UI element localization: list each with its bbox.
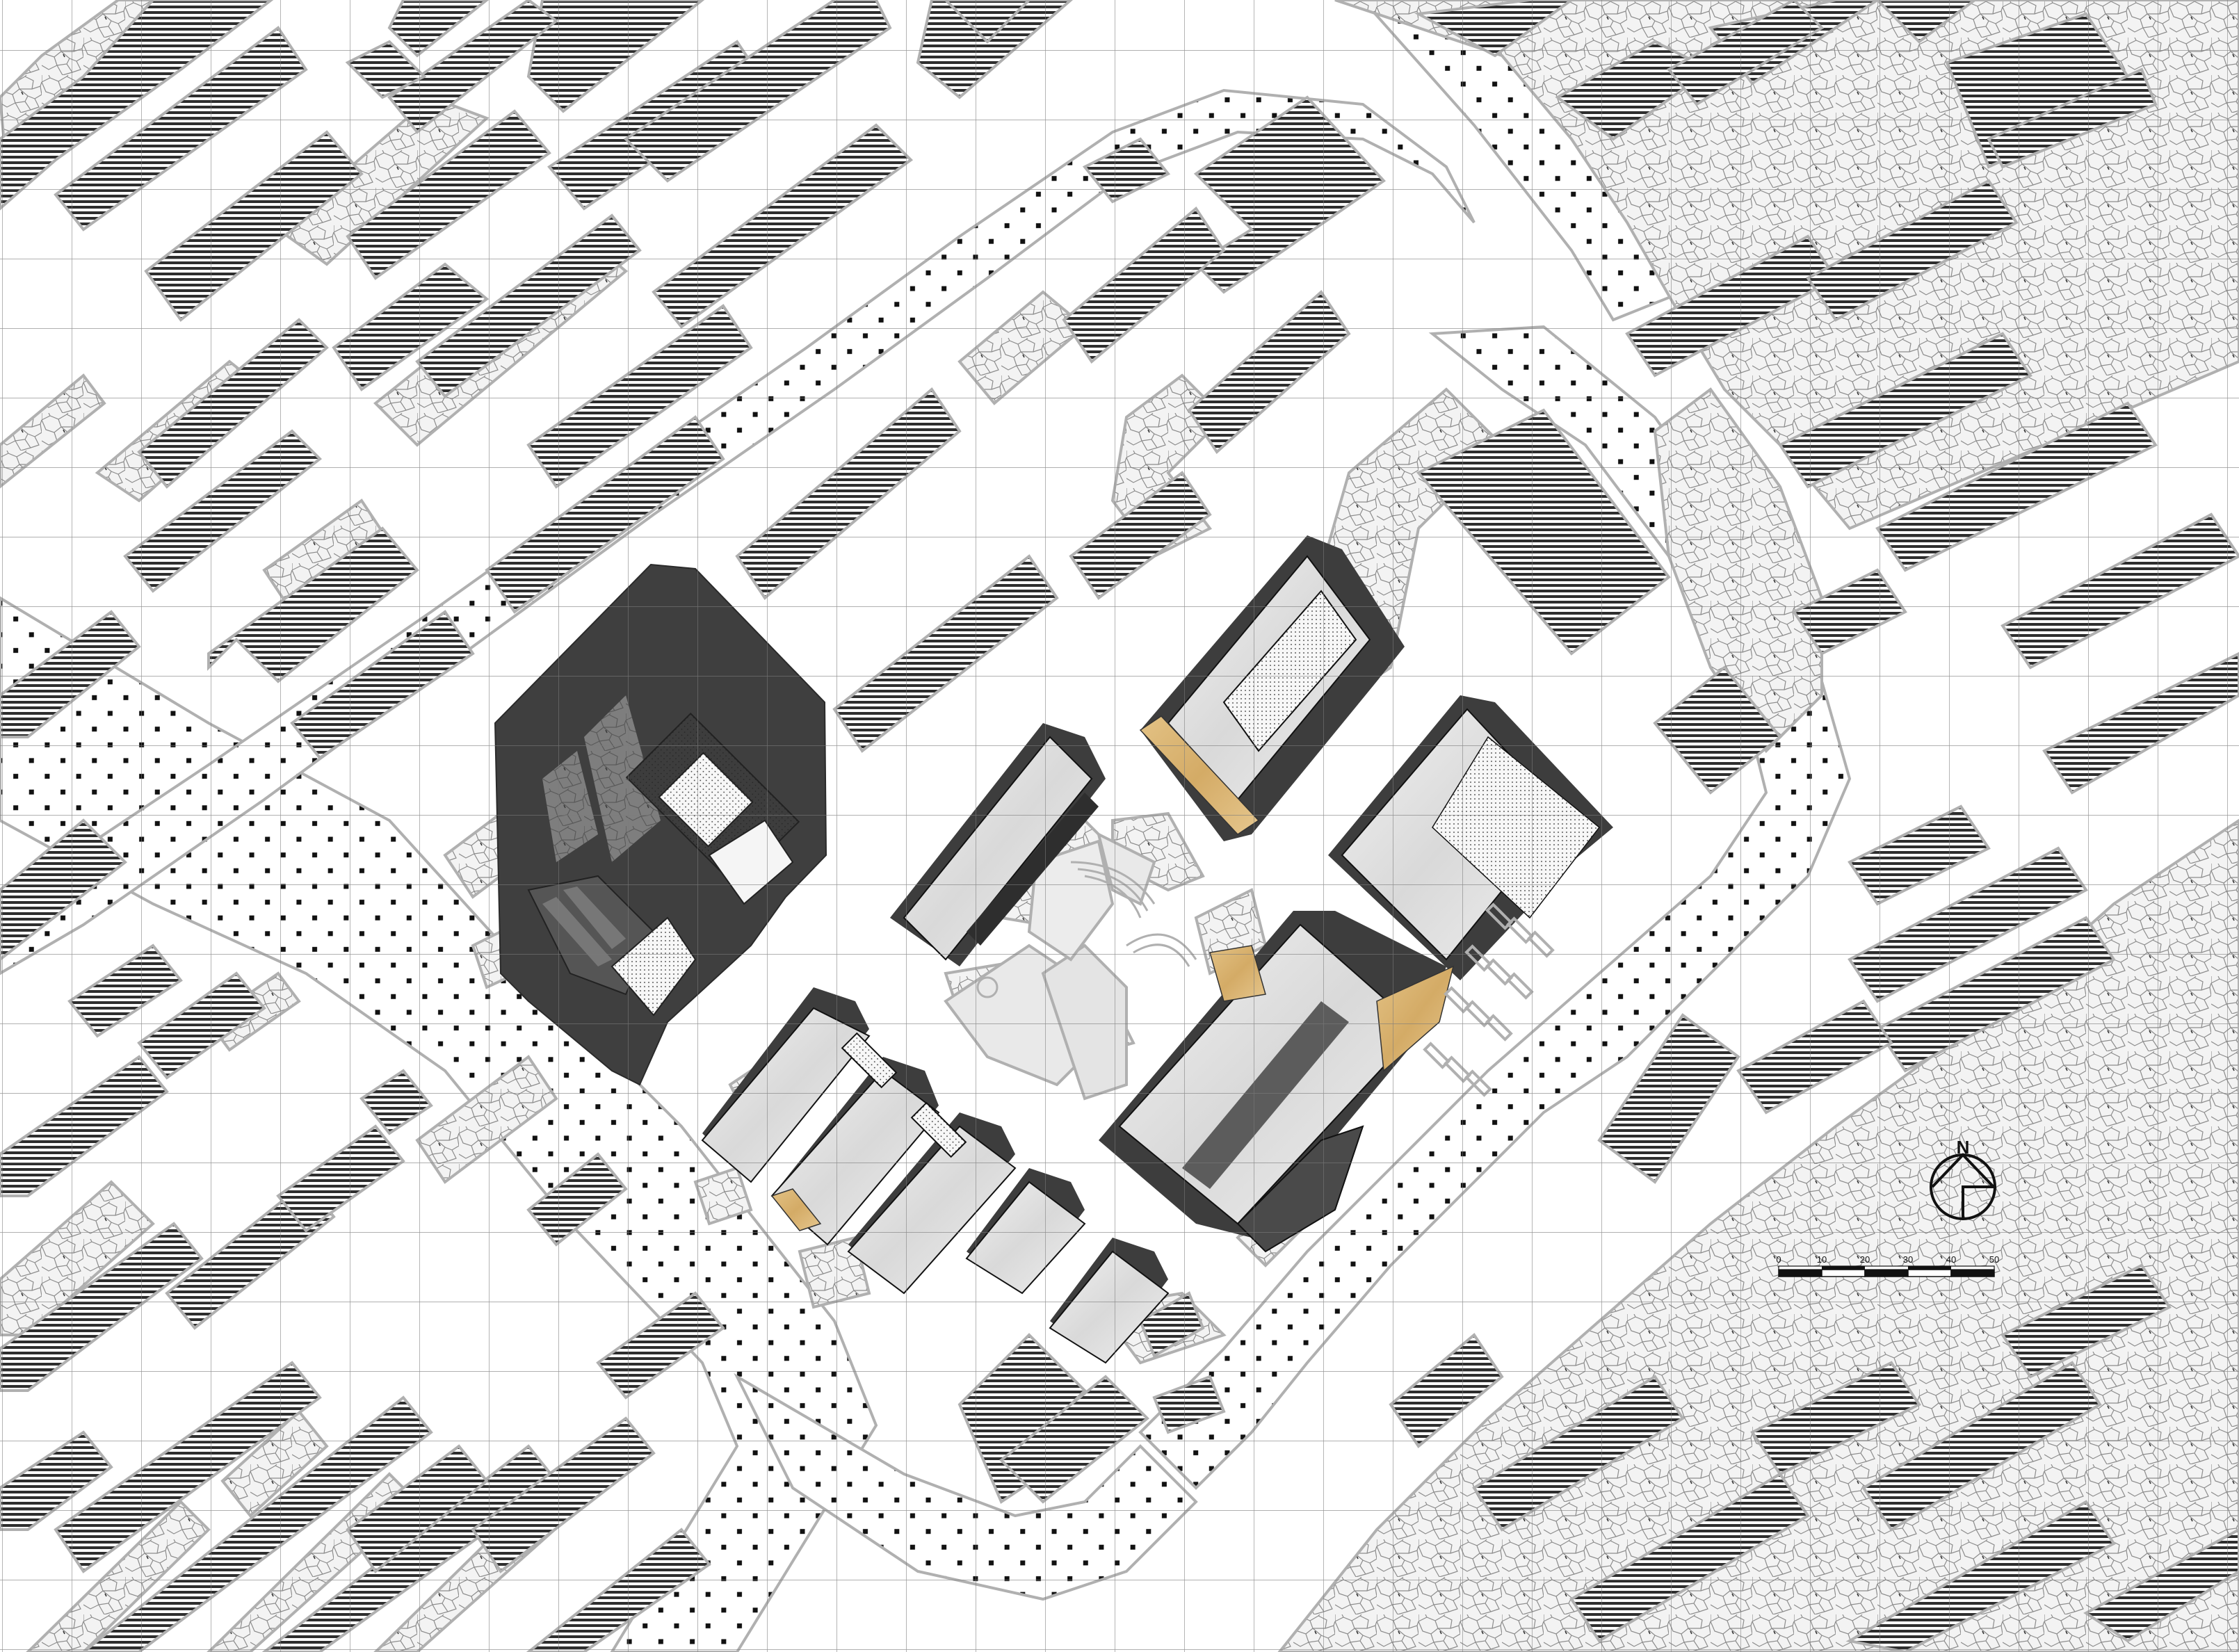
scale-segment — [1778, 1269, 1822, 1277]
north-arrow: N — [1930, 1137, 1997, 1220]
scale-tick-label: 30 — [1903, 1254, 1913, 1265]
scale-tick-label: 50 — [1989, 1254, 1999, 1265]
scale-segment — [1907, 1269, 1952, 1277]
scale-tick-label: 0 — [1776, 1254, 1781, 1265]
scale-segment — [1821, 1269, 1866, 1277]
scale-tick-label: 10 — [1817, 1254, 1827, 1265]
scale-tick-label: 20 — [1860, 1254, 1870, 1265]
scale-segment — [1864, 1269, 1909, 1277]
scale-ticks: 0 10 20 30 40 50 — [1776, 1254, 1999, 1265]
north-arrow-icon — [1931, 1153, 1997, 1217]
scale-segment — [1950, 1269, 1995, 1277]
scale-tick-label: 40 — [1946, 1254, 1956, 1265]
north-label: N — [1957, 1137, 1970, 1158]
scale-bar: 0 10 20 30 40 50 — [1776, 1254, 1999, 1277]
